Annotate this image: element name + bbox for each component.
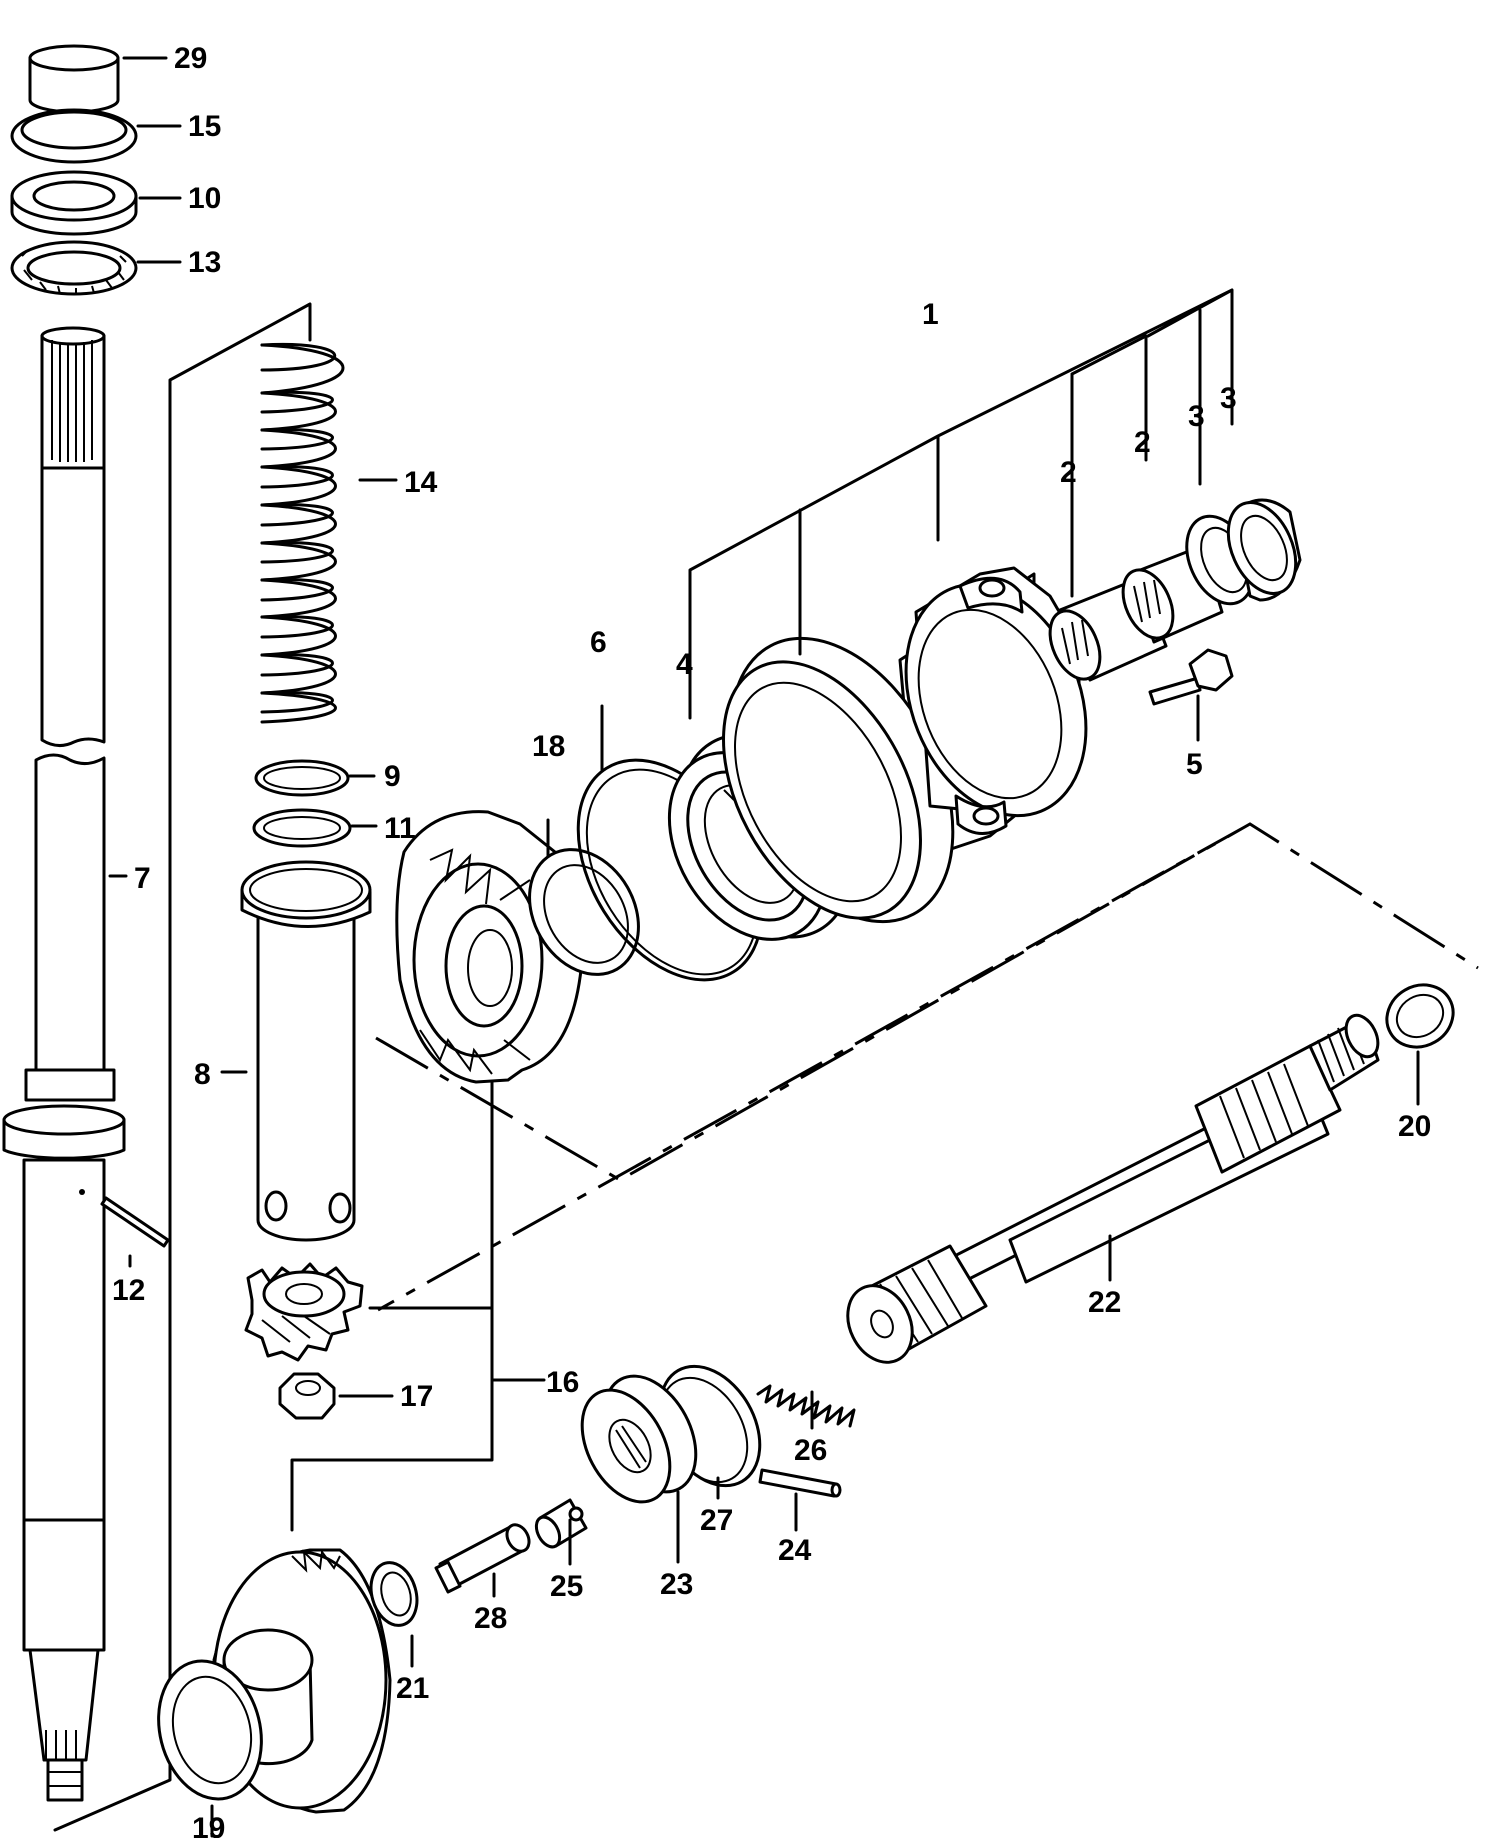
label-21: 21 bbox=[396, 1672, 429, 1705]
clutch-23 bbox=[580, 1374, 698, 1504]
bracket-line-1 bbox=[688, 288, 1234, 720]
label-29: 29 bbox=[174, 42, 207, 75]
label-10: 10 bbox=[188, 182, 221, 215]
label-26: 26 bbox=[794, 1434, 827, 1467]
label-27: 27 bbox=[700, 1504, 733, 1537]
label-24: 24 bbox=[778, 1534, 812, 1567]
spring-26 bbox=[756, 1384, 856, 1428]
label-19: 19 bbox=[192, 1812, 225, 1838]
seal-3b bbox=[1226, 498, 1302, 602]
label-2a: 2 bbox=[1060, 456, 1077, 489]
label-4: 4 bbox=[676, 648, 693, 681]
slider-25 bbox=[534, 1498, 588, 1549]
label-8: 8 bbox=[194, 1058, 211, 1091]
bearing-housing-1 bbox=[722, 566, 1088, 924]
label-3b: 3 bbox=[1220, 382, 1237, 415]
callout-labels: 29 15 10 13 1 3 3 2 2 14 6 4 18 5 9 11 7… bbox=[112, 42, 1431, 1838]
label-17: 17 bbox=[400, 1380, 433, 1413]
clip-11 bbox=[252, 808, 352, 848]
thrust-bearing-13 bbox=[10, 240, 138, 296]
propeller-shaft-22 bbox=[846, 1013, 1380, 1364]
drive-shaft-7 bbox=[2, 326, 126, 1802]
pinion-gear bbox=[244, 1262, 364, 1362]
pin-12 bbox=[100, 1196, 170, 1248]
label-14: 14 bbox=[404, 466, 438, 499]
gear-16-leader bbox=[290, 1074, 546, 1532]
label-23: 23 bbox=[660, 1568, 693, 1601]
label-16: 16 bbox=[546, 1366, 579, 1399]
label-7: 7 bbox=[134, 862, 151, 895]
shim-18 bbox=[528, 848, 640, 976]
dashed-outline bbox=[375, 822, 1479, 1312]
label-3a: 3 bbox=[1188, 400, 1205, 433]
bushing-29 bbox=[28, 44, 120, 114]
thrust-washer-20 bbox=[1385, 983, 1455, 1049]
label-11: 11 bbox=[384, 812, 416, 845]
label-15: 15 bbox=[188, 110, 221, 143]
spring-14 bbox=[260, 342, 345, 724]
nut-17 bbox=[278, 1372, 336, 1420]
label-12: 12 bbox=[112, 1274, 145, 1307]
label-6: 6 bbox=[590, 626, 607, 659]
label-13: 13 bbox=[188, 246, 221, 279]
label-20: 20 bbox=[1398, 1110, 1431, 1143]
sleeve-8 bbox=[240, 860, 372, 1242]
label-25: 25 bbox=[550, 1570, 583, 1603]
label-28: 28 bbox=[474, 1602, 507, 1635]
label-5: 5 bbox=[1186, 748, 1203, 781]
label-2b: 2 bbox=[1134, 426, 1151, 459]
bracket-line-7 bbox=[53, 302, 312, 1832]
label-22: 22 bbox=[1088, 1286, 1121, 1319]
washer-19 bbox=[157, 1659, 263, 1801]
ring-9 bbox=[254, 759, 350, 797]
shim-21 bbox=[369, 1561, 419, 1627]
washer-10 bbox=[10, 170, 138, 236]
washer-15 bbox=[10, 108, 138, 164]
leader-lines bbox=[108, 56, 1420, 1838]
pin-24 bbox=[758, 1468, 842, 1498]
label-9: 9 bbox=[384, 760, 401, 793]
push-rod-28 bbox=[434, 1523, 531, 1594]
label-1: 1 bbox=[922, 298, 939, 331]
label-18: 18 bbox=[532, 730, 565, 763]
bolt-5 bbox=[1148, 648, 1234, 706]
